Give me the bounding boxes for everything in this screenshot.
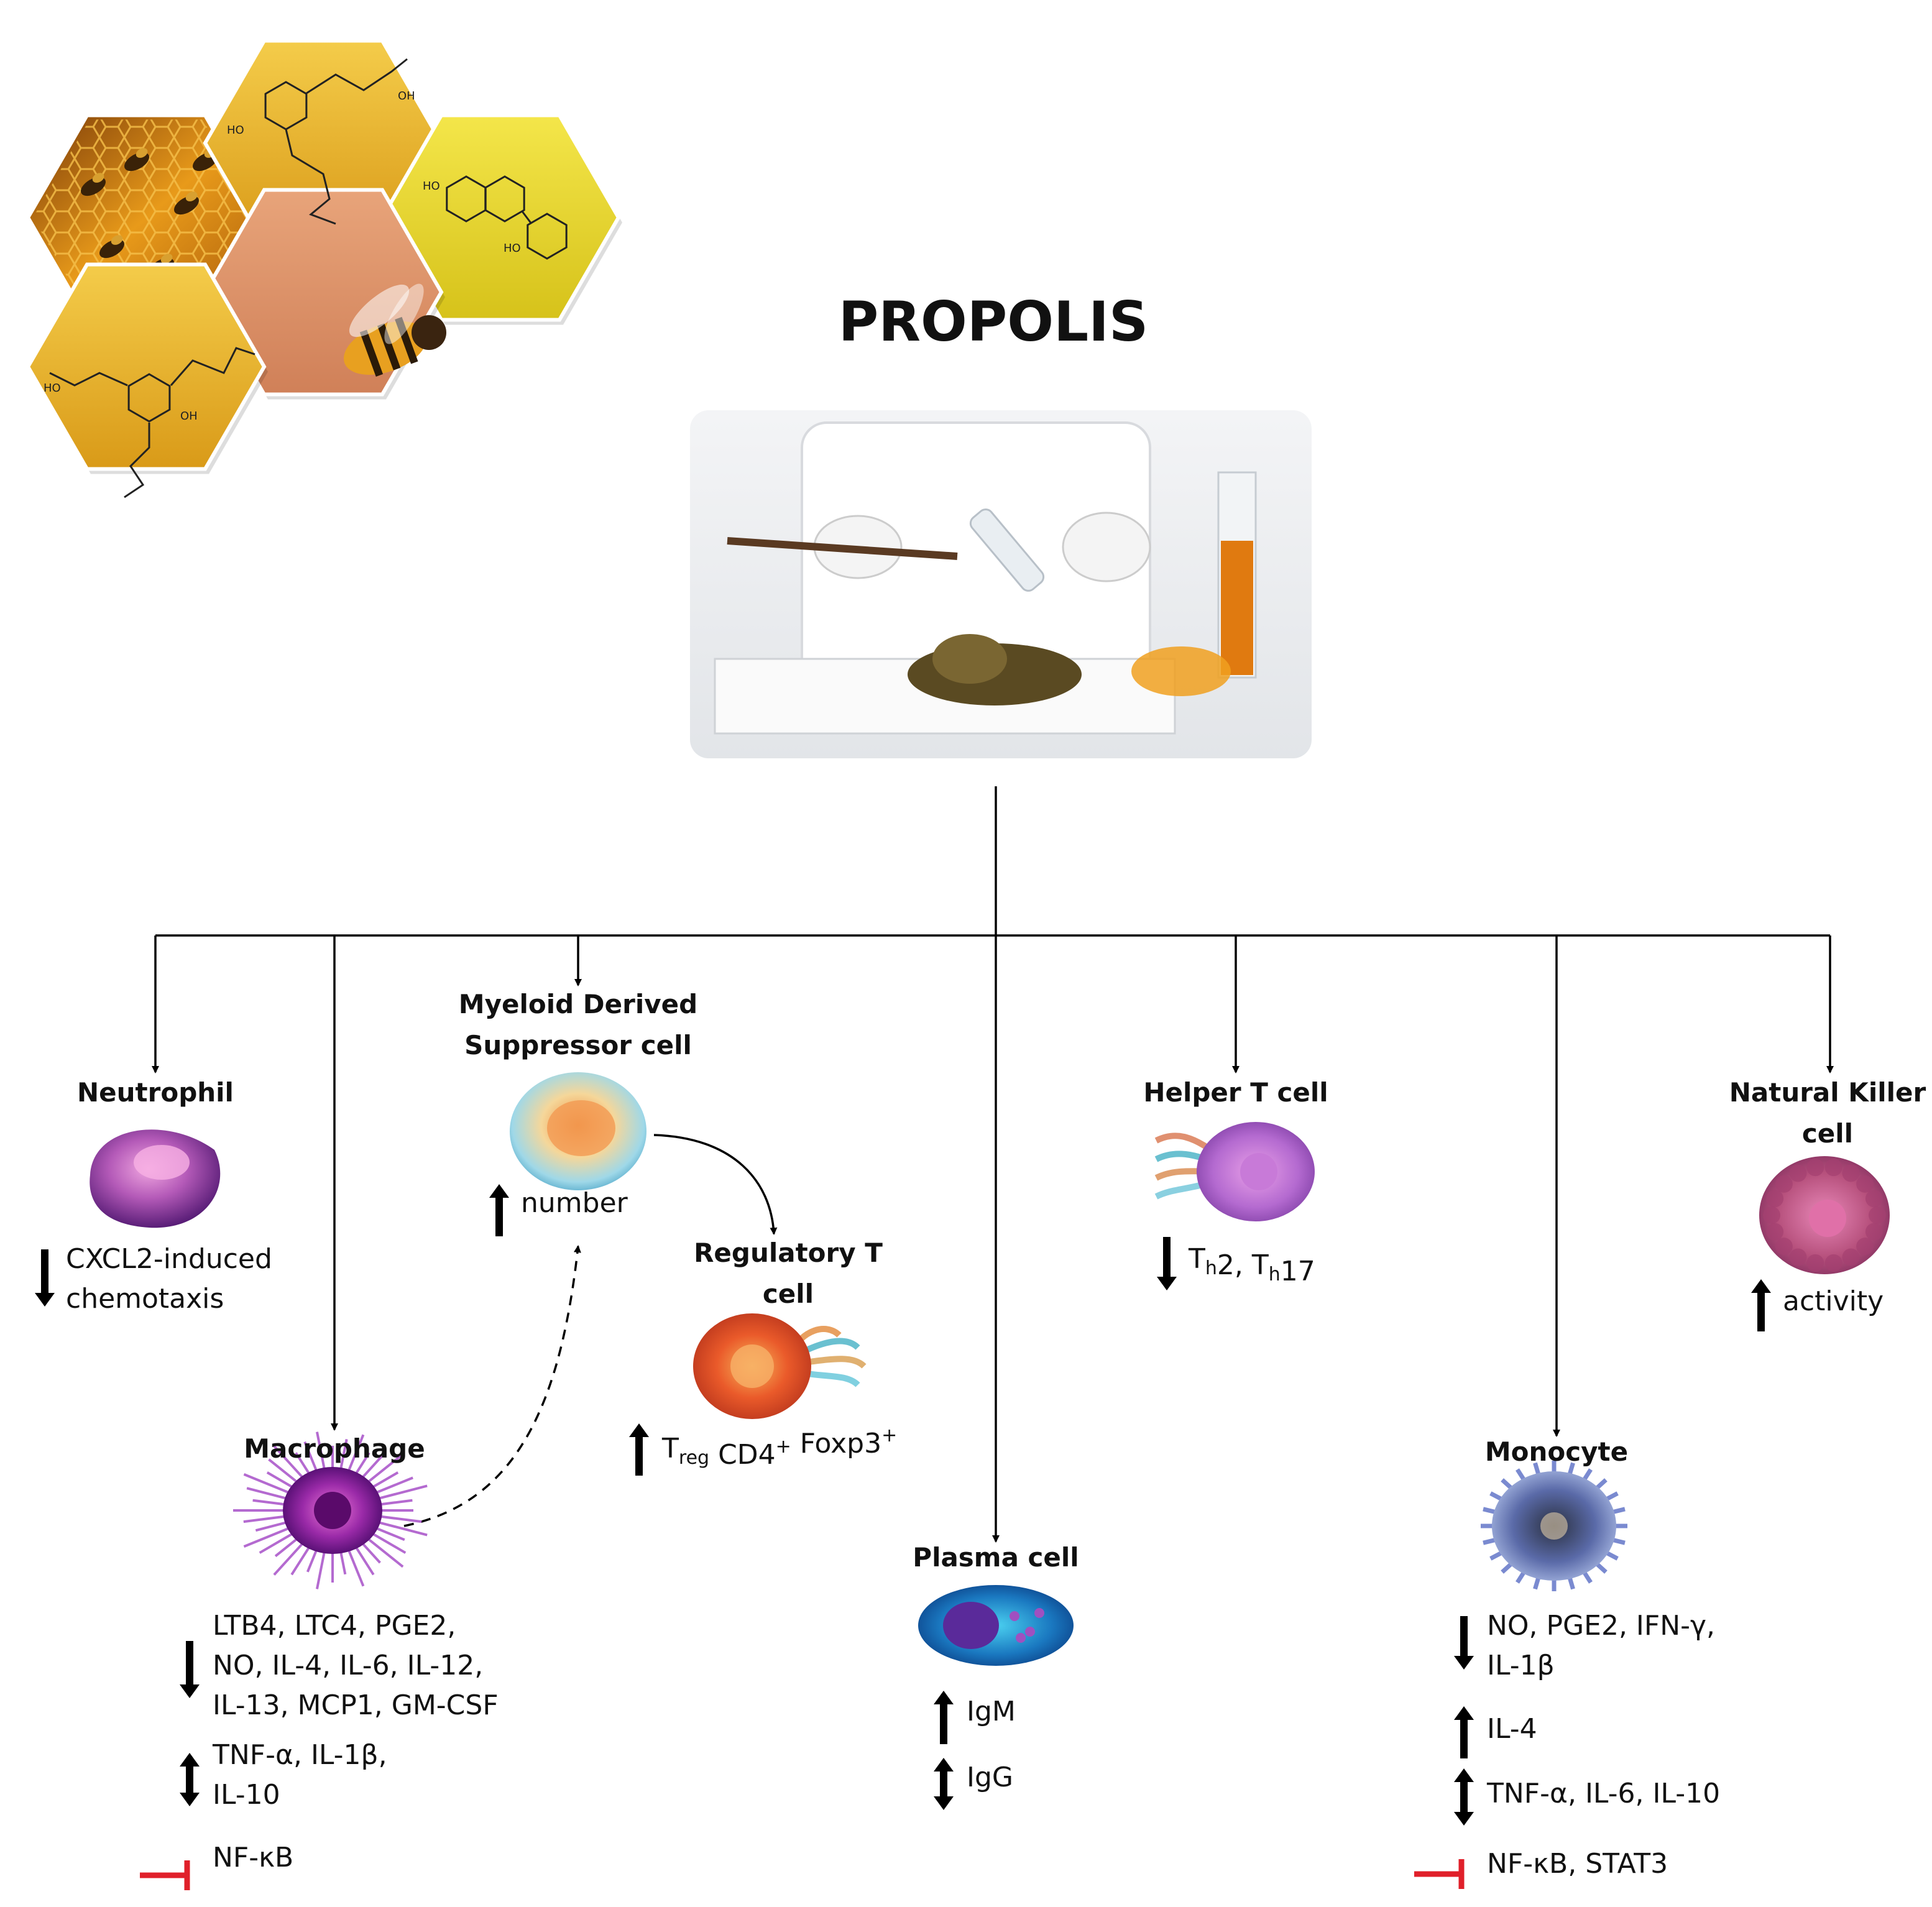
cell-name: Plasma cell	[913, 1542, 1079, 1573]
svg-text:HO: HO	[227, 124, 244, 137]
propolis-lab-photo	[690, 410, 1312, 758]
helper-cell-icon	[1154, 1122, 1315, 1221]
effect-text: IgM	[967, 1696, 1016, 1727]
neutrophil-cell-icon	[90, 1129, 221, 1228]
gloved-hand-icon	[1062, 512, 1151, 582]
svg-text:HO: HO	[44, 382, 61, 395]
effect-text: Th2, Th17	[1188, 1243, 1315, 1287]
test-tube-icon	[969, 508, 1045, 592]
up-arrow-icon	[629, 1423, 649, 1476]
up-down-arrow-icon	[180, 1753, 200, 1806]
artepillin-hexagon	[25, 262, 267, 471]
honey-bee-icon	[343, 283, 446, 377]
propolis-hexagon-collage: HO OH HO HO HO OH	[25, 39, 622, 499]
inhibition-t-icon	[140, 1860, 190, 1890]
cell-name: Suppressor cell	[464, 1030, 692, 1060]
cell-name: cell	[763, 1279, 814, 1309]
up-arrow-icon	[1454, 1706, 1474, 1758]
cell-name: Myeloid Derived	[459, 989, 697, 1019]
monocyte-cell-icon	[1481, 1461, 1627, 1591]
up-down-arrow-icon	[1454, 1768, 1474, 1826]
effect-text: LTB4, LTC4, PGE2,	[213, 1610, 456, 1642]
plasma-cell-icon	[918, 1585, 1074, 1666]
cell-name: Natural Killer	[1729, 1077, 1926, 1108]
down-arrow-icon	[1157, 1237, 1177, 1290]
up-arrow-icon	[489, 1184, 509, 1236]
nk-cell-icon	[1759, 1156, 1890, 1274]
page-title: PROPOLIS	[839, 290, 1149, 354]
down-arrow-icon	[35, 1249, 55, 1307]
caffeic-acid-molecule-icon: HO OH	[227, 58, 415, 225]
effect-text: NF-κB, STAT3	[1487, 1848, 1668, 1880]
artepillin-molecule-icon: HO OH	[44, 347, 255, 499]
effect-text: IL-13, MCP1, GM-CSF	[213, 1689, 499, 1721]
effect-text: NO, IL-4, IL-6, IL-12,	[213, 1650, 483, 1681]
macrophage-to-mdsc-dashed-arrow	[403, 1245, 581, 1527]
effect-text: number	[521, 1187, 628, 1219]
up-arrow-icon	[934, 1691, 954, 1744]
up-down-arrow-icon	[934, 1758, 954, 1810]
up-arrow-icon	[1751, 1279, 1771, 1331]
cell-name: Neutrophil	[77, 1077, 234, 1108]
effect-text: NF-κB	[213, 1842, 293, 1873]
effect-text: NO, PGE2, IFN-γ,	[1487, 1610, 1715, 1642]
mdsc-to-treg-arrow	[653, 1134, 778, 1235]
effect-text: IgG	[967, 1762, 1013, 1793]
cell-name: Macrophage	[244, 1433, 425, 1464]
effect-text: IL-1β	[1487, 1650, 1555, 1681]
down-arrow-icon	[180, 1641, 200, 1698]
cell-name: Monocyte	[1485, 1436, 1628, 1467]
cell-name: Helper T cell	[1143, 1077, 1328, 1108]
flavonoid-molecule-icon: HO HO	[423, 175, 568, 260]
effect-text: IL-10	[213, 1779, 280, 1811]
svg-text:HO: HO	[423, 180, 440, 193]
effect-text: CXCL2-induced	[66, 1243, 272, 1275]
down-arrow-icon	[1454, 1616, 1474, 1670]
effect-text: IL-4	[1487, 1713, 1537, 1745]
effect-text: activity	[1783, 1285, 1884, 1317]
mdsc-cell-icon	[510, 1072, 646, 1190]
cell-name: cell	[1802, 1118, 1853, 1149]
cell-name: Regulatory T	[694, 1238, 883, 1268]
beaker-icon	[1131, 646, 1231, 696]
connector-lines	[152, 786, 1834, 1543]
effect-text: chemotaxis	[66, 1283, 224, 1315]
svg-text:HO: HO	[504, 242, 521, 255]
macrophage-cell-icon	[233, 1431, 428, 1589]
svg-text:OH: OH	[180, 410, 198, 423]
effect-text: TNF-α, IL-1β,	[212, 1739, 387, 1771]
treg-cell-icon	[693, 1313, 867, 1419]
svg-text:OH: OH	[398, 90, 415, 103]
effect-text: Treg CD4+ Foxp3+	[661, 1425, 897, 1471]
effect-text: TNF-α, IL-6, IL-10	[1486, 1778, 1720, 1809]
inhibition-t-icon	[1414, 1859, 1465, 1889]
